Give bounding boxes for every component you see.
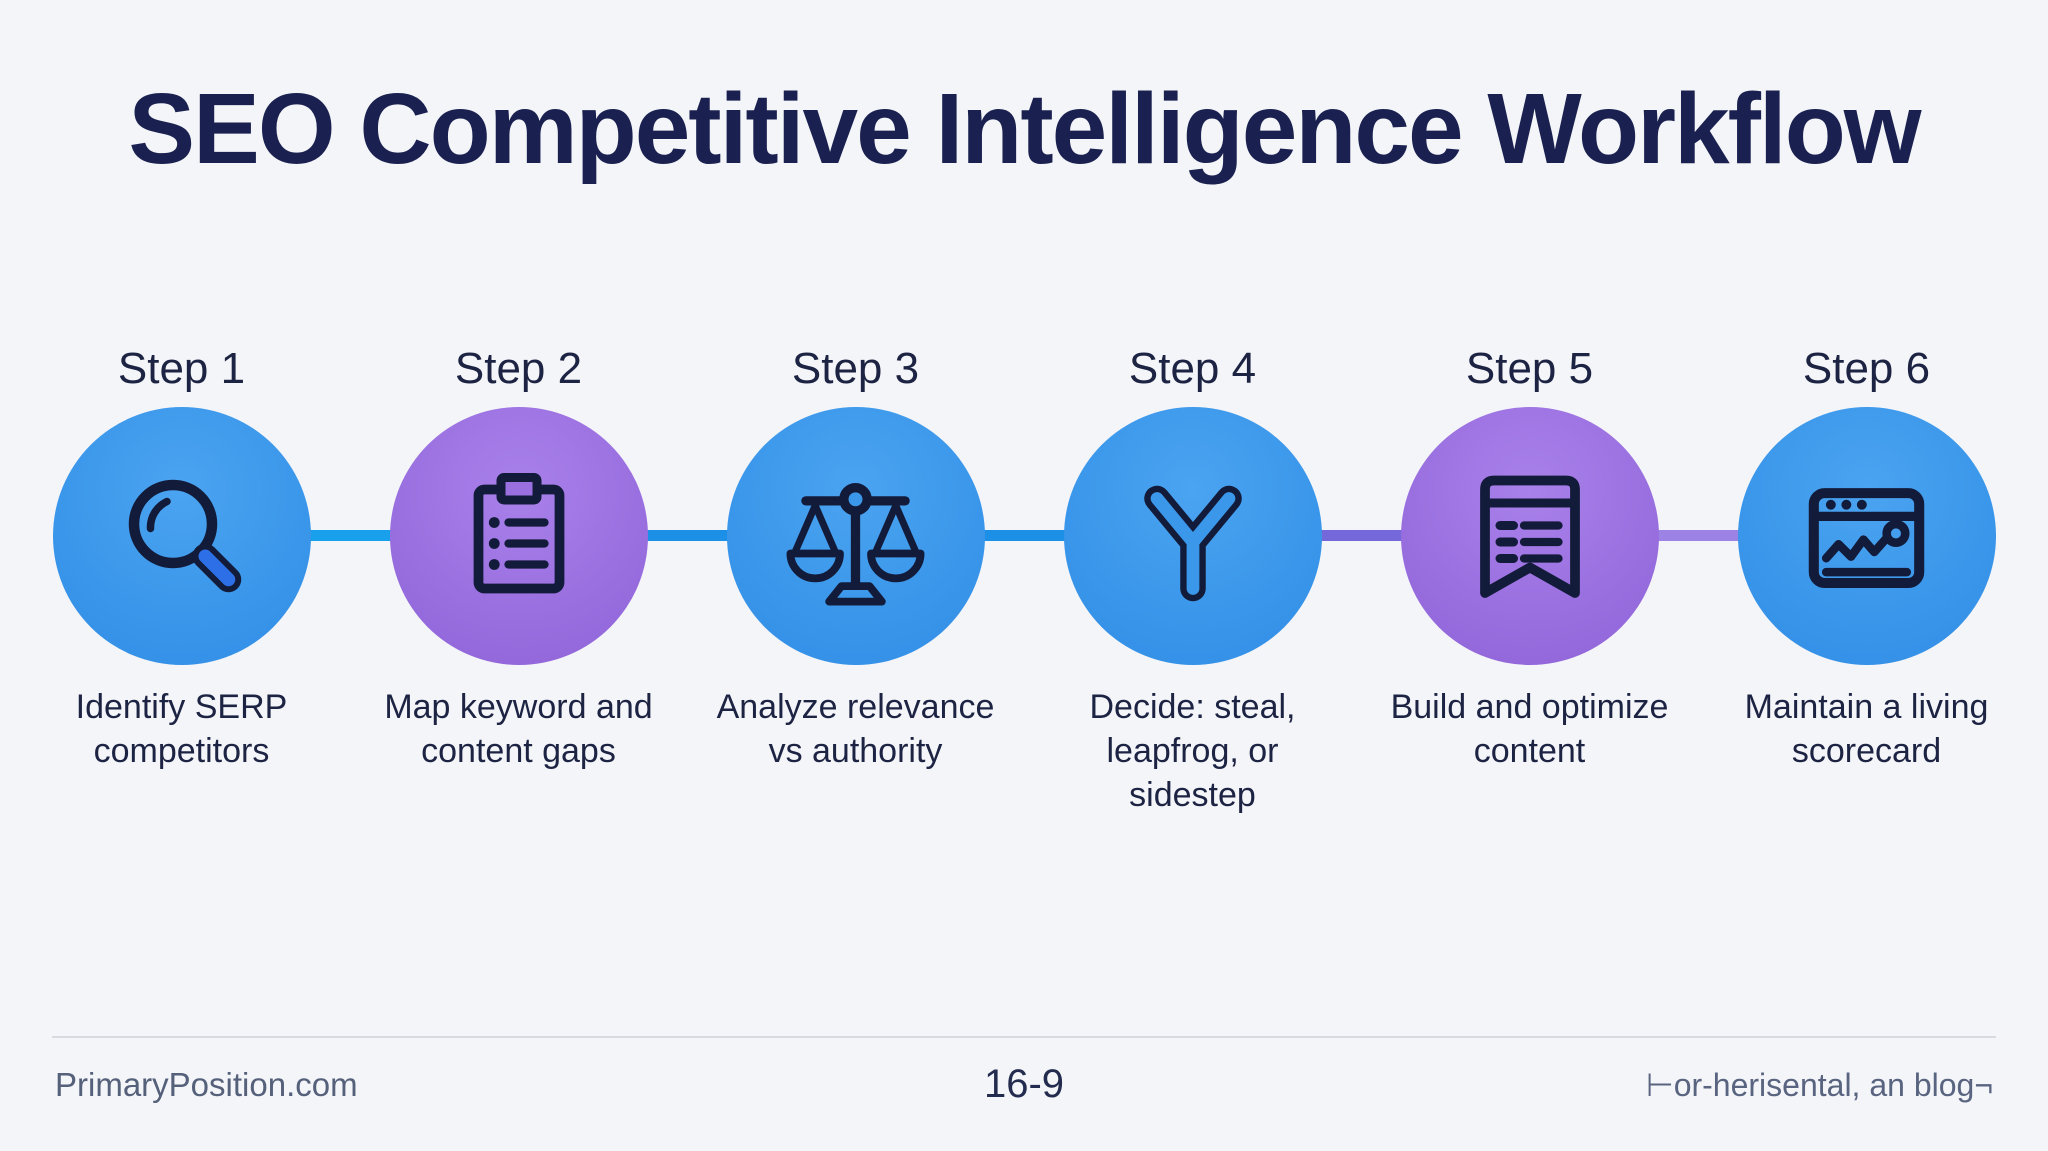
step-4-label: Step 4 xyxy=(1128,344,1257,393)
step-3-circle xyxy=(726,407,985,665)
footer-note: ⊢or-herisental, an blog¬ xyxy=(1645,1067,1993,1103)
step-4-circle xyxy=(1063,407,1322,665)
step-5-caption: Build and optimize content xyxy=(1390,688,1669,771)
dashboard-chart-icon xyxy=(1789,459,1944,614)
step-4-caption: Decide: steal, leapfrog, or sidestep xyxy=(1089,688,1296,815)
step-6: Step 6 Maintain a living scorecard xyxy=(1698,343,2035,818)
step-5-circle xyxy=(1400,407,1659,665)
balance-scale-icon xyxy=(778,459,933,614)
step-1-circle xyxy=(52,407,311,665)
workflow-steps-row: Step 1 Identify SERP competitors Step 2 xyxy=(0,343,2048,818)
step-5-label: Step 5 xyxy=(1465,344,1594,393)
step-2: Step 2 Map keyword and content gaps xyxy=(350,343,687,818)
footer-brand: PrimaryPosition.com xyxy=(55,1066,358,1103)
step-6-circle xyxy=(1737,407,1996,665)
step-3-caption: Analyze relevance vs authority xyxy=(716,688,995,771)
step-2-label: Step 2 xyxy=(454,344,583,393)
step-6-caption: Maintain a living scorecard xyxy=(1744,688,1989,771)
step-2-caption: Map keyword and content gaps xyxy=(384,688,653,771)
footer-divider xyxy=(52,1036,1996,1038)
step-1-label: Step 1 xyxy=(117,344,246,393)
footer-aspect-ratio: 16-9 xyxy=(983,1062,1065,1106)
bookmark-notes-icon xyxy=(1455,461,1605,611)
connector-step2-step3 xyxy=(518,530,856,541)
step-4: Step 4 Decide: steal, leapfrog, or sides… xyxy=(1024,343,1361,818)
step-5: Step 5 Build and optimize content xyxy=(1361,343,1698,818)
clipboard-checklist-icon xyxy=(444,461,594,611)
step-2-circle xyxy=(389,407,648,665)
step-3: Step 3 Analyze relevance vs authorit xyxy=(687,343,1024,818)
step-6-label: Step 6 xyxy=(1802,344,1931,393)
connector-step4-step5 xyxy=(1192,530,1530,541)
decision-branch-icon xyxy=(1118,461,1268,611)
connector-step3-step4 xyxy=(855,530,1193,541)
step-3-label: Step 3 xyxy=(791,344,920,393)
connector-step5-step6 xyxy=(1529,530,1867,541)
step-1-caption: Identify SERP competitors xyxy=(75,688,288,771)
search-magnifier-icon xyxy=(107,461,257,611)
connector-step1-step2 xyxy=(181,530,519,541)
step-1: Step 1 Identify SERP competitors xyxy=(13,343,350,818)
page-title: SEO Competitive Intelligence Workflow xyxy=(128,73,1921,185)
